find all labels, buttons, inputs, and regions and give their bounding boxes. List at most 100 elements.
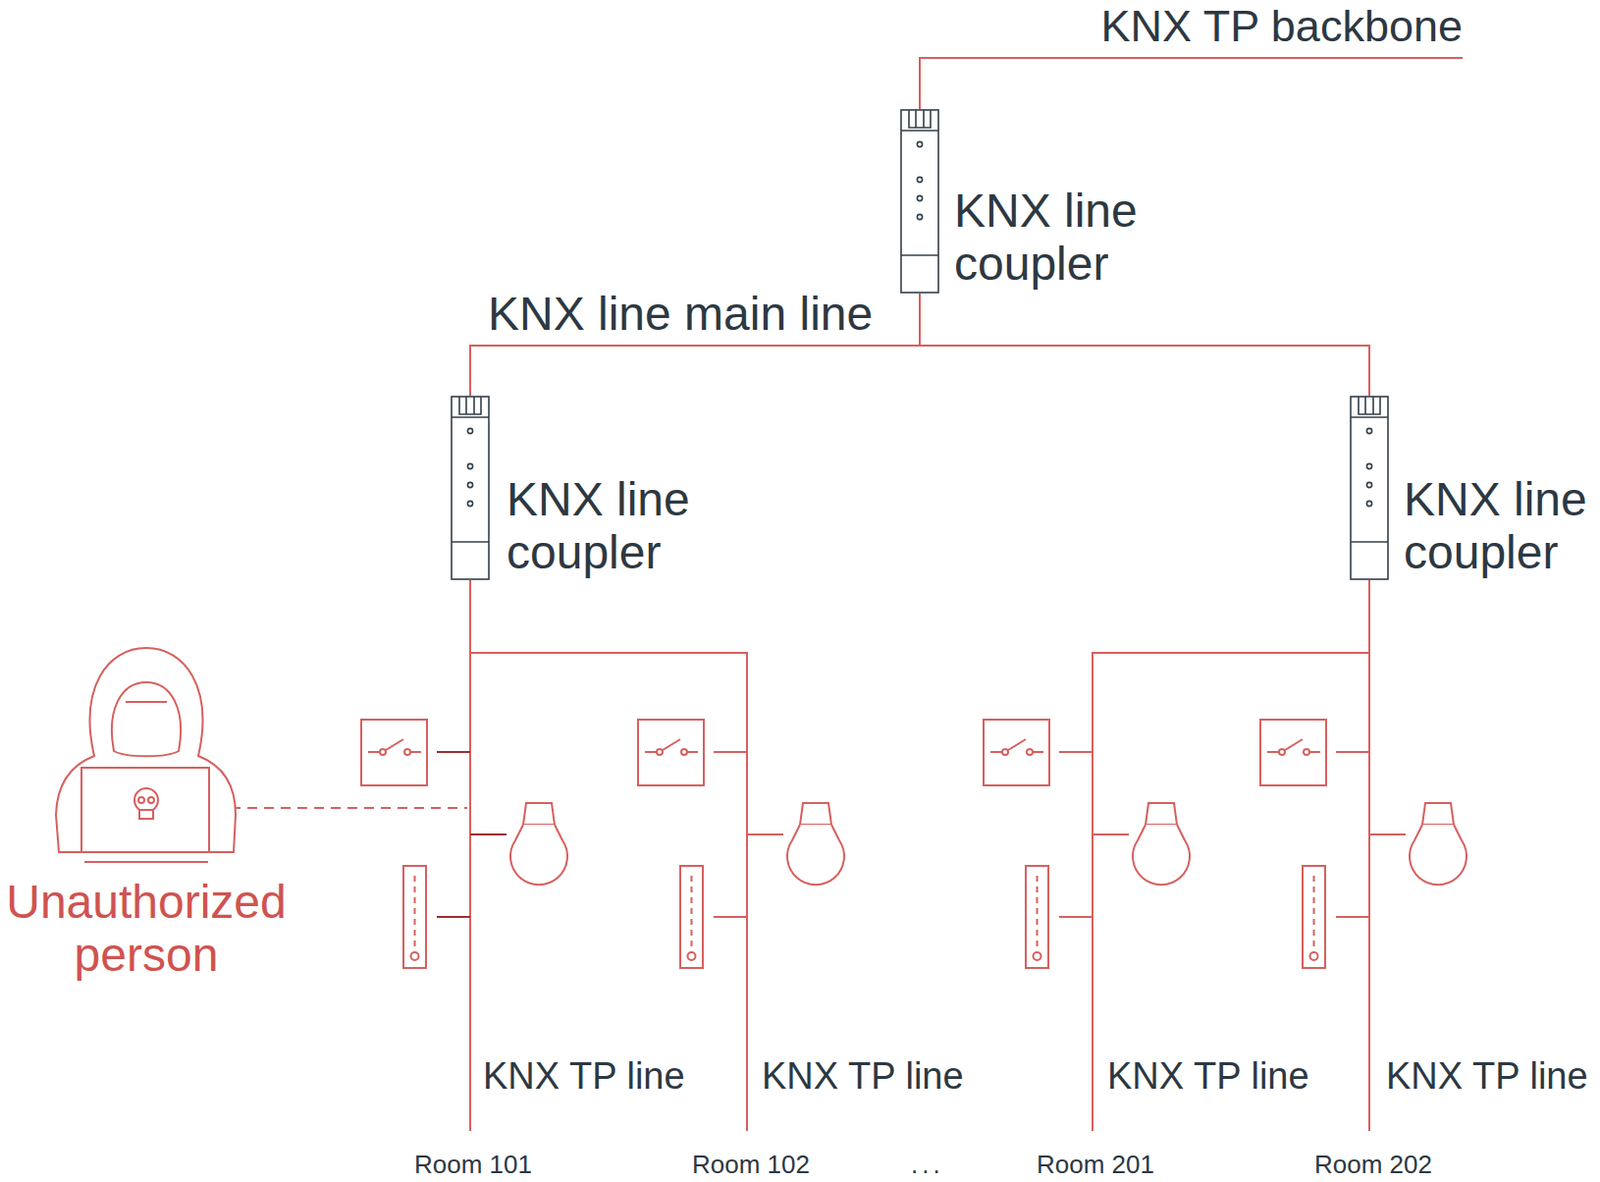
glasses [125,700,167,703]
skull-eye [148,797,155,803]
switch-stub [436,750,471,753]
device-led [916,141,922,147]
device-led [467,463,473,469]
switch-pin [681,748,688,755]
tp-line-wire [469,580,472,1131]
switch-pin [1002,748,1009,755]
coupler-label: KNX line coupler [506,473,703,580]
sensor-stub [713,915,747,918]
switch-pin [1279,748,1285,755]
room-devices [361,719,568,968]
room-devices [983,719,1190,968]
attacker-label: Unauthorized person [0,875,293,982]
bulb-glass [1132,824,1190,885]
device-led [916,213,922,219]
network-label: KNX line main line [487,286,873,342]
thermometer-symbol [1302,865,1326,968]
device-led [467,500,473,506]
line-label: KNX TP line [761,1054,964,1098]
thermometer-symbol [403,865,427,968]
skull-jaw [139,809,154,819]
coupler-device [900,108,940,294]
line-label: KNX TP line [482,1054,686,1098]
skull [134,788,159,812]
bulb-stub [470,833,507,836]
bulb-socket [523,802,555,825]
switch-pin [1026,748,1033,755]
device-housing [451,396,489,580]
tp-line-wire [1368,580,1371,1131]
switch-contact [368,739,422,752]
thermometer-bulb [688,952,696,960]
main-line-wire [919,293,1370,396]
bulb-socket [800,802,832,825]
device-divider [1350,540,1388,543]
room-label: Room 201 [1036,1149,1155,1179]
device-housing [1350,396,1388,580]
switch-stub [1335,750,1370,753]
bulb-socket [1422,802,1454,825]
tp-line-wire [470,652,747,1131]
bulb-glass [510,824,568,885]
bulb-stub [1369,833,1406,836]
switch-stub [1059,750,1093,753]
coupler-label: KNX line coupler [954,184,1151,291]
thermometer-scale [691,875,694,951]
line-coupler: KNX line coupler [450,395,490,581]
line-coupler: KNX line coupler [1349,395,1389,581]
coupler-device [450,395,490,581]
laptop-screen [81,767,210,853]
bulb-stub [746,833,784,836]
thermometer-scale [414,875,417,951]
device-led [467,427,473,433]
switch-symbol [1260,719,1327,786]
sensor-stub [1059,915,1093,918]
device-divider [901,254,939,257]
attacker-figure: Unauthorized person [0,638,293,992]
line-label: KNX TP line [1107,1054,1310,1098]
intrusion-dashed-line [213,806,468,809]
thermometer-bulb [1310,952,1319,960]
device-divider [451,540,489,543]
switch-pin [379,748,386,755]
tp-line-wire [1092,652,1370,1131]
backbone-wire [919,57,1463,109]
thermometer-symbol [1025,865,1049,968]
switch-contact [990,739,1044,752]
switch-stub [713,750,747,753]
device-terminal [1350,396,1388,418]
device-housing [901,109,939,293]
hood-body [55,647,236,853]
coupler-label: KNX line coupler [1403,473,1600,580]
switch-symbol [983,719,1050,786]
switch-pin [656,748,663,755]
device-led [916,176,922,182]
bulb-glass [787,824,845,885]
thermometer-bulb [1033,952,1042,960]
switch-pin [404,748,411,755]
device-led [1366,500,1372,506]
device-led [1366,427,1372,433]
network-label: KNX TP backbone [1100,0,1463,53]
room-label: Room 102 [692,1149,810,1179]
sensor-stub [1335,915,1370,918]
ellipsis: ... [910,1149,945,1179]
thermometer-bulb [411,952,420,960]
device-led [467,481,473,487]
skull-eye [138,797,145,803]
switch-symbol [638,719,704,786]
switch-contact [1267,739,1321,752]
room-devices [638,719,845,968]
thermometer-scale [1313,875,1316,951]
device-terminal [901,109,939,131]
switch-contact [644,739,698,752]
device-led [916,195,922,201]
device-led [1366,481,1372,487]
laptop-base [84,860,209,863]
room-label: Room 101 [414,1149,533,1179]
coupler-device [1349,395,1389,581]
room-devices [1260,719,1467,968]
thermometer-scale [1036,875,1039,951]
